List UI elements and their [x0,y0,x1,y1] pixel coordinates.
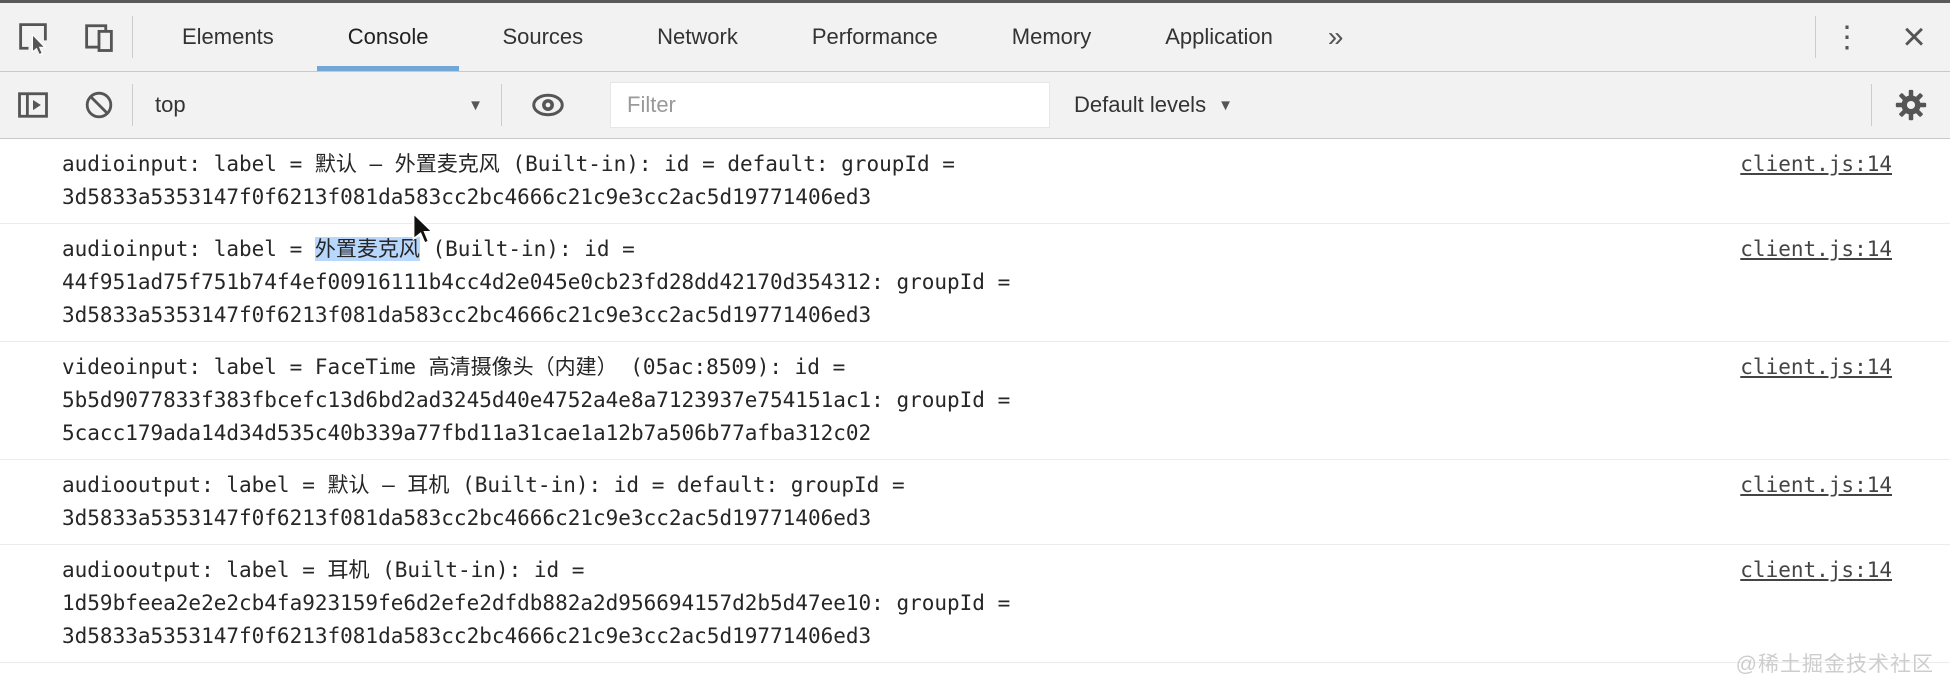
tab-elements[interactable]: Elements [182,24,274,49]
log-line: 5cacc179ada14d34d535c40b339a77fbd11a31ca… [62,421,872,445]
tab-application[interactable]: Application [1165,24,1273,49]
log-message: audiooutput: label = 耳机 (Built-in): id =… [62,554,1716,653]
live-expression-button[interactable] [502,86,594,124]
clear-console-icon [85,91,113,119]
tab-performance[interactable]: Performance [811,24,938,49]
chevron-down-icon: ▼ [468,96,483,114]
eye-icon [532,93,564,117]
execution-context-selector[interactable]: top ▼ [133,92,501,118]
toolbar-separator [1871,84,1872,126]
selected-text: 外置麦克风 [314,237,420,261]
tabbar-right-controls: ⋮ × [1815,3,1950,71]
console-sidebar-toggle-button[interactable] [0,87,66,123]
log-message: audioinput: label = 默认 – 外置麦克风 (Built-in… [62,148,1716,214]
log-line: videoinput: label = FaceTime 高清摄像头（内建） (… [62,355,846,379]
close-icon[interactable]: × [1902,15,1926,59]
console-log: audioinput: label = 默认 – 外置麦克风 (Built-in… [0,139,1950,663]
clear-console-button[interactable] [66,87,132,123]
devtools-menu-icon[interactable]: ⋮ [1832,20,1862,54]
console-toolbar: top ▼ Default levels ▼ [0,72,1950,139]
panel-tabs: Elements Console Sources Network Perform… [145,3,1361,71]
console-message-audioinput-external-mic: audioinput: label = 外置麦克风 (Built-in): id… [0,224,1950,342]
source-link[interactable]: client.js:14 [1740,152,1892,176]
chevron-down-icon: ▼ [1218,96,1233,114]
inspect-cursor-icon [19,23,47,55]
log-message: videoinput: label = FaceTime 高清摄像头（内建） (… [62,351,1716,450]
log-message: audioinput: label = 外置麦克风 (Built-in): id… [62,233,1716,332]
console-message-audioinput-default: audioinput: label = 默认 – 外置麦克风 (Built-in… [0,139,1950,224]
log-levels-dropdown[interactable]: Default levels ▼ [1074,92,1233,118]
source-link[interactable]: client.js:14 [1740,558,1892,582]
toolbar-separator [132,84,133,126]
log-line: 3d5833a5353147f0f6213f081da583cc2bc4666c… [62,303,872,327]
device-toolbar-button[interactable] [66,3,132,71]
log-line: 3d5833a5353147f0f6213f081da583cc2bc4666c… [62,506,872,530]
log-text: (Built-in): id = [419,237,635,261]
devtools-tabbar: Elements Console Sources Network Perform… [0,3,1950,72]
device-toolbar-icon [85,24,113,52]
tab-sources[interactable]: Sources [502,24,584,49]
log-line: 1d59bfeea2e2e2cb4fa923159fe6d2efe2dfdb88… [62,591,1011,615]
log-line: 3d5833a5353147f0f6213f081da583cc2bc4666c… [62,624,872,648]
source-link[interactable]: client.js:14 [1740,355,1892,379]
log-levels-label: Default levels [1074,92,1207,117]
filter-input[interactable] [610,82,1050,128]
tabbar-separator [132,16,133,58]
tab-network[interactable]: Network [657,24,738,49]
log-line: 5b5d9077833f383fbcefc13d6bd2ad3245d40e47… [62,388,1011,412]
settings-button[interactable] [1872,87,1950,123]
log-text: audioinput: label = [62,237,315,261]
more-tabs-chevron-icon[interactable]: » [1327,21,1344,52]
log-line: audioinput: label = 外置麦克风 (Built-in): id… [62,233,1716,266]
log-line: audiooutput: label = 耳机 (Built-in): id = [62,558,585,582]
context-label: top [155,92,186,117]
console-sidebar-icon [18,92,48,118]
log-line: 44f951ad75f751b74f4ef00916111b4cc4d2e045… [62,270,1011,294]
gear-icon [1895,89,1927,121]
console-message-videoinput-facetime: videoinput: label = FaceTime 高清摄像头（内建） (… [0,342,1950,460]
source-link[interactable]: client.js:14 [1740,473,1892,497]
toolbar-separator [501,84,502,126]
tabbar-separator [1815,16,1816,58]
inspect-element-button[interactable] [0,3,66,71]
log-line: audioinput: label = 默认 – 外置麦克风 (Built-in… [62,152,955,176]
window-top-edge [0,0,1950,3]
source-link[interactable]: client.js:14 [1740,237,1892,261]
watermark: @稀土掘金技术社区 [1735,653,1934,676]
console-message-audiooutput-default: audiooutput: label = 默认 – 耳机 (Built-in):… [0,460,1950,545]
tab-memory[interactable]: Memory [1011,24,1092,49]
console-message-audiooutput-headphones: audiooutput: label = 耳机 (Built-in): id =… [0,545,1950,663]
log-message: audiooutput: label = 默认 – 耳机 (Built-in):… [62,469,1716,535]
log-line: audiooutput: label = 默认 – 耳机 (Built-in):… [62,473,905,497]
tab-console[interactable]: Console [311,3,466,71]
log-line: 3d5833a5353147f0f6213f081da583cc2bc4666c… [62,185,872,209]
